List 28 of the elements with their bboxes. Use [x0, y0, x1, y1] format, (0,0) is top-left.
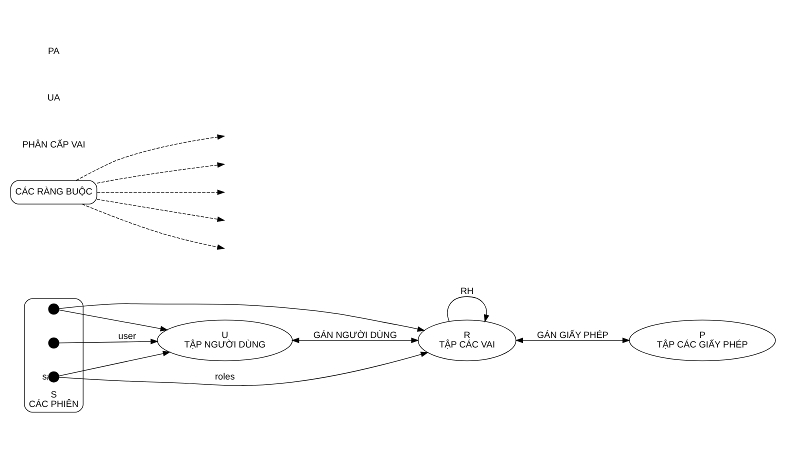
- arrow: [58, 351, 429, 386]
- node-box: CÁC RÀNG BUỘC: [10, 180, 98, 204]
- node-circle: [48, 370, 60, 382]
- edge-label: roles: [214, 371, 235, 382]
- node-label: sᵢ: [42, 371, 48, 382]
- label: PA: [48, 45, 60, 56]
- node-circle: [48, 303, 60, 314]
- node-ellipse: U TẬP NGƯỜI DÙNG: [157, 319, 293, 361]
- arrow: [96, 162, 226, 184]
- arrow: [82, 203, 226, 250]
- label: UA: [47, 92, 60, 102]
- arrow: [58, 309, 168, 331]
- node-ellipse: P TẬP CÁC GIẤY PHÉP: [629, 319, 776, 361]
- arrow: [58, 350, 171, 376]
- arrow: [76, 134, 226, 180]
- arrow: [515, 337, 630, 343]
- edge-label: GÁN GIẤY PHÉP: [537, 329, 608, 340]
- arrow: [96, 189, 226, 195]
- arrow: [58, 338, 158, 344]
- arrow: [96, 198, 226, 222]
- label: PHÂN CẤP VAI: [22, 139, 86, 150]
- arrow: [58, 302, 426, 332]
- edge-label: user: [118, 330, 136, 341]
- edge-label: RH: [460, 286, 474, 296]
- node-circle: [48, 336, 60, 348]
- arrow: [447, 296, 490, 322]
- arrow: [291, 337, 420, 343]
- edge-label: GÁN NGƯỜI DÙNG: [313, 329, 397, 340]
